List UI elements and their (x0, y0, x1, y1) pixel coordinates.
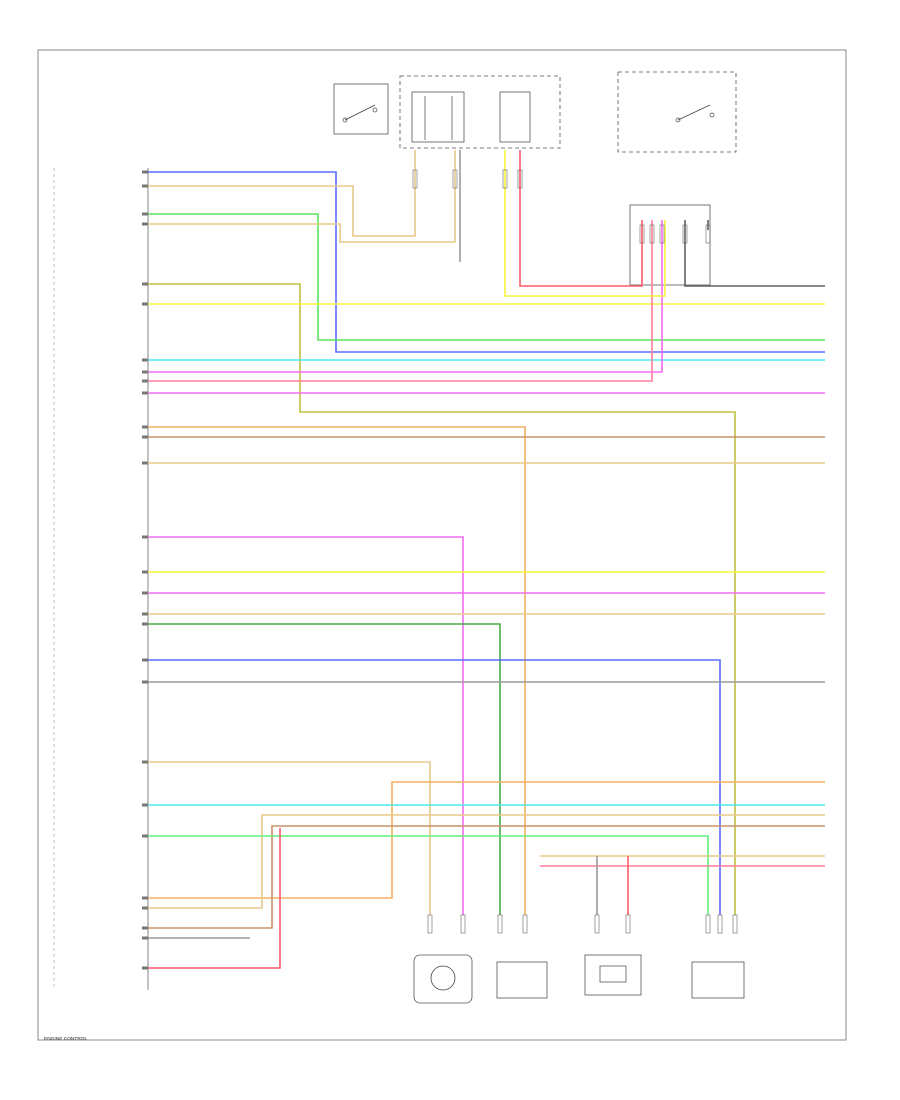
module-pin-2 (142, 212, 148, 216)
module-pin-22 (142, 834, 148, 838)
pin-markers (142, 169, 738, 970)
module-pin-25 (142, 926, 148, 930)
wire-red-29 (519, 150, 643, 287)
connector-stub-5 (460, 914, 466, 934)
module-pin-12 (142, 461, 148, 465)
module-pin-1 (142, 184, 148, 188)
module-pin-19 (142, 680, 148, 684)
connector-stub-2 (502, 169, 508, 189)
module-pin-20 (142, 760, 148, 764)
connector-stub-6 (497, 914, 503, 934)
diagram-frame (37, 49, 847, 1041)
wire-yellow-28 (504, 150, 666, 297)
wire-tan-1 (148, 150, 416, 237)
module-pin-14 (142, 570, 148, 574)
wire-tan-3 (148, 150, 456, 243)
connector-stub-7 (522, 914, 528, 934)
module-pin-5 (142, 302, 148, 306)
connector-stub-4 (427, 914, 433, 934)
module-pin-10 (142, 425, 148, 429)
footer-label: ENGINE CONTROL (44, 1036, 88, 1042)
vehicle-speed-sensor (413, 954, 473, 1004)
connector-stub-14 (649, 224, 655, 244)
wire-green-2 (148, 213, 825, 341)
module-pin-18 (142, 658, 148, 662)
wire-magenta-13 (148, 536, 464, 915)
module-pin-6 (142, 358, 148, 362)
wire-tan-23 (148, 814, 825, 909)
wire-dkgray-30 (684, 220, 825, 287)
module-pin-23 (142, 896, 148, 900)
wire-pink-8 (148, 220, 653, 382)
top-fuse-block (399, 75, 561, 149)
connector-stub-11 (717, 914, 723, 934)
module-pin-15 (142, 591, 148, 595)
connector-stub-17 (705, 224, 711, 244)
connector-stub-3 (517, 169, 523, 189)
module-pin-16 (142, 612, 148, 616)
wire-blue-0 (148, 171, 825, 353)
module-pin-3 (142, 222, 148, 226)
module-pin-4 (142, 282, 148, 286)
module-pin-24 (142, 906, 148, 910)
connector-stub-8 (594, 914, 600, 934)
wire-dkgreen-17 (148, 623, 501, 915)
wire-blue-18 (148, 659, 721, 915)
wire-orange-21 (148, 781, 825, 899)
top-relay-component (333, 83, 389, 135)
connector-stub-0 (412, 169, 418, 189)
wire-brown-24 (148, 825, 825, 929)
connector-stub-15 (659, 224, 665, 244)
module-pin-8 (142, 379, 148, 383)
connector-stub-9 (625, 914, 631, 934)
fuel-tank-pressure-sensor (496, 961, 548, 999)
wire-red-27 (148, 828, 281, 969)
module-pin-9 (142, 391, 148, 395)
right-connector-block (629, 204, 711, 286)
module-pin-0 (142, 170, 148, 174)
wire-ltgreen-25 (148, 835, 709, 915)
module-pin-27 (142, 966, 148, 970)
module-pin-13 (142, 535, 148, 539)
connector-stub-13 (639, 224, 645, 244)
top-right-relay-box (617, 71, 737, 153)
evap-solenoid (584, 954, 642, 996)
module-pin-21 (142, 803, 148, 807)
connector-stub-16 (682, 224, 688, 244)
wire-orange-10 (148, 426, 526, 915)
connector-stub-12 (732, 914, 738, 934)
wire-olive-4 (148, 283, 736, 915)
module-pin-7 (142, 370, 148, 374)
clutch-pedal-switch (691, 961, 745, 999)
wire-magenta-7 (148, 220, 663, 373)
connector-stub-10 (705, 914, 711, 934)
wire-group (148, 150, 825, 969)
module-pin-26 (142, 936, 148, 940)
connector-stub-1 (452, 169, 458, 189)
module-pin-17 (142, 622, 148, 626)
wire-tan-20 (148, 761, 431, 915)
module-pin-11 (142, 435, 148, 439)
